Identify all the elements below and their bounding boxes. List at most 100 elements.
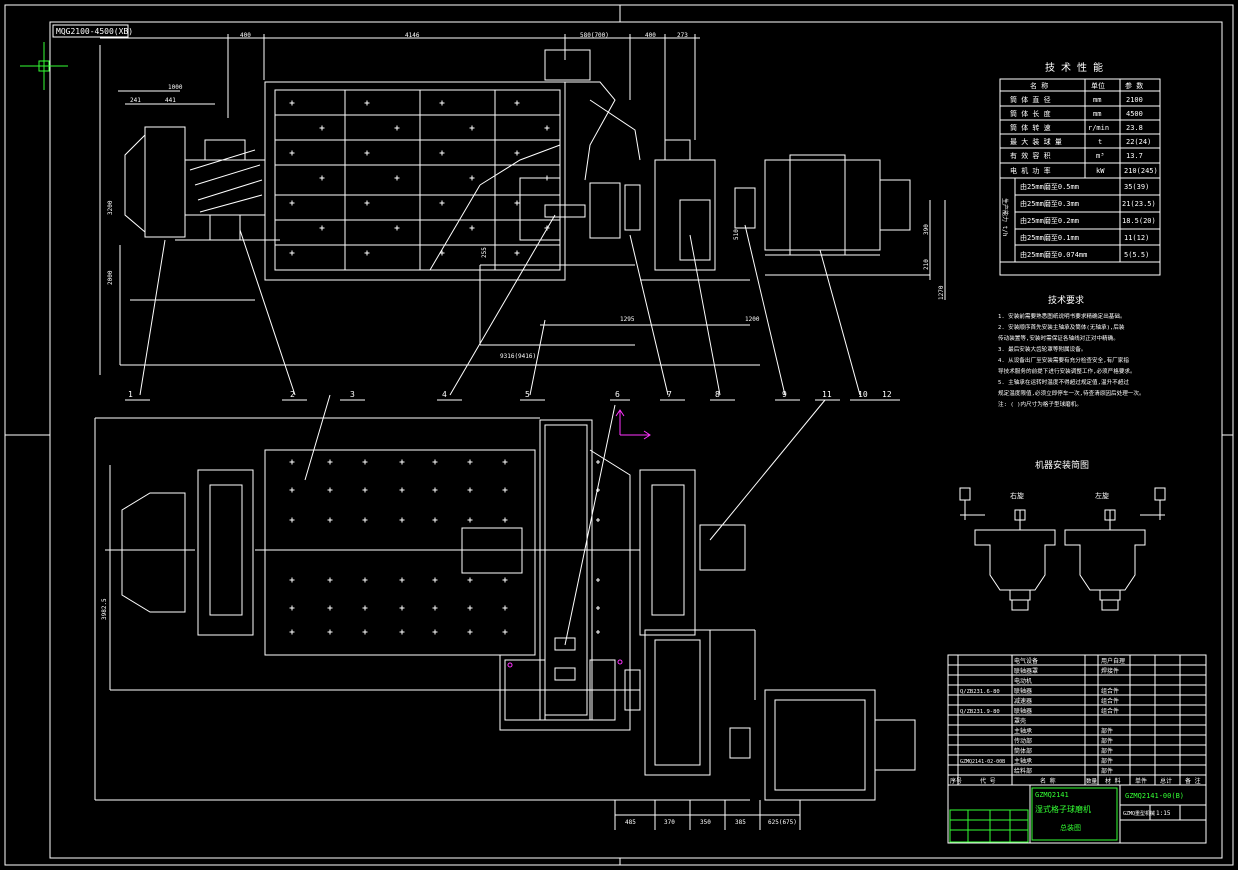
balloon-2: 2: [290, 390, 295, 399]
perf-row-unit: r/min: [1088, 124, 1109, 132]
bolt-mark: [544, 175, 550, 181]
plan-dim-4: 385: [735, 819, 746, 826]
performance-table: 技 术 性 能 名 称 单位 参 数 筒 体 直 径 mm 2100 筒 体 长…: [999, 61, 1161, 276]
bolt-mark: [399, 629, 405, 635]
bolt-mark: [432, 577, 438, 583]
tech-req-line: 传动装置等,安装时需保证各轴线对正对中精确。: [998, 334, 1119, 342]
balloon-5: 5: [525, 390, 530, 399]
dim-left-1: 1000: [168, 84, 183, 91]
perf-header-value: 参 数: [1125, 81, 1143, 90]
part-note: 组合件: [1101, 687, 1119, 695]
balloons: 1 2 3 4 5 6 7 8 9 11 10 12: [128, 390, 892, 399]
perf-row-name: 电 机 功 率: [1010, 166, 1051, 175]
prod-row-name: 由25mm磨至0.3mm: [1020, 199, 1079, 208]
bolt-mark: [362, 459, 368, 465]
bolt-mark: [364, 250, 370, 256]
bolt-mark: [514, 150, 520, 156]
perf-row-unit: mm: [1093, 96, 1101, 104]
bolt-mark: [319, 225, 325, 231]
install-title: 机器安装简图: [1035, 459, 1089, 471]
shell-liner-grid: [275, 90, 560, 270]
perf-row-name: 有 效 容 积: [1010, 151, 1051, 160]
balloon-12: 12: [882, 390, 892, 399]
dim-left-4: 3200: [107, 200, 114, 215]
balloon-11: 11: [822, 390, 832, 399]
prod-row-value: 35(39): [1124, 183, 1149, 191]
part-note: 部件: [1101, 767, 1113, 775]
perf-row-value: 4500: [1126, 110, 1143, 118]
prod-row-name: 由25mm磨至0.074mm: [1020, 250, 1087, 259]
bolt-mark: [394, 225, 400, 231]
dim-side-2: 390: [923, 224, 930, 235]
bolt-mark: [432, 629, 438, 635]
bolt-mark: [502, 487, 508, 493]
bolt-mark: [289, 150, 295, 156]
installation-sketch: 机器安装简图 右旋 左旋: [959, 459, 1166, 611]
balloon-8: 8: [715, 390, 720, 399]
part-code: GZMQ2141-02-00B: [960, 759, 1005, 765]
bolt-mark: [596, 488, 600, 492]
parts-header: 单件: [1135, 777, 1147, 785]
bolt-mark: [399, 487, 405, 493]
title-block: GZMQ2141 湿式格子球磨机 总装图 GZMQ2141-00(B) GZMQ…: [947, 784, 1207, 844]
bolt-mark: [544, 225, 550, 231]
perf-header-unit: 单位: [1091, 81, 1105, 90]
bolt-mark: [467, 605, 473, 611]
perf-row-unit: m³: [1096, 152, 1104, 160]
title-scale: 1:15: [1156, 810, 1171, 817]
bolt-mark: [289, 250, 295, 256]
part-note: 组合件: [1101, 697, 1119, 705]
balloon-4: 4: [442, 390, 447, 399]
bolt-mark: [289, 629, 295, 635]
bolt-mark: [289, 459, 295, 465]
tech-req-title: 技术要求: [1048, 294, 1084, 306]
bolt-mark: [439, 250, 445, 256]
title-code: MQG2100-4500(XB): [56, 27, 133, 36]
part-note: 部件: [1101, 727, 1113, 735]
dim-side-1: 510: [733, 229, 740, 240]
title-code-box: MQG2100-4500(XB): [52, 24, 133, 38]
bolt-mark: [469, 225, 475, 231]
part-note: 组合件: [1101, 707, 1119, 715]
dim-top-3: 580(700): [580, 32, 609, 39]
part-name: 联轴器罩: [1014, 667, 1038, 675]
bolt-mark: [319, 125, 325, 131]
bolt-hole-marks: [289, 100, 600, 635]
bolt-mark: [514, 250, 520, 256]
bolt-mark: [319, 175, 325, 181]
elevation-dimensions: 400 4146 580(700) 400 273 1000 241 441 3…: [107, 32, 945, 360]
part-note: 焊接件: [1101, 667, 1119, 675]
perf-row-name: 最 大 装 球 量: [1010, 137, 1062, 146]
title-company: GZMQ重型机械: [1123, 810, 1155, 817]
bolt-mark: [289, 200, 295, 206]
part-name: 筒体部: [1014, 747, 1032, 755]
dim-top-5: 273: [677, 32, 688, 39]
plan-dim-5: 625(675): [768, 819, 797, 826]
perf-row-name: 筒 体 长 度: [1010, 109, 1051, 118]
bolt-mark: [467, 577, 473, 583]
bolt-mark: [394, 175, 400, 181]
bolt-mark: [289, 517, 295, 523]
bolt-mark: [432, 487, 438, 493]
dim-top-2: 4146: [405, 32, 420, 39]
prod-row-name: 由25mm磨至0.1mm: [1020, 233, 1079, 242]
title-name: 湿式格子球磨机: [1035, 804, 1091, 814]
perf-row-value: 23.8: [1126, 124, 1143, 132]
drawing-frame: [4, 4, 1234, 866]
part-note: 用户自理: [1101, 657, 1125, 665]
bolt-mark: [514, 200, 520, 206]
parts-list: 电气设备 用户自理 联轴器罩 焊接件 电动机 Q/ZB231.6-80 联轴器 …: [947, 654, 1207, 786]
install-left-label: 右旋: [1010, 491, 1024, 500]
plan-view: [94, 417, 916, 830]
dim-top-1: 400: [240, 32, 251, 39]
bolt-mark: [596, 518, 600, 522]
tech-req-line: 注: ( )内尺寸为格子型球磨机。: [998, 400, 1082, 408]
bolt-mark: [469, 125, 475, 131]
bolt-mark: [394, 125, 400, 131]
plan-dimensions: 485 370 350 385 625(675) 3982.5: [101, 598, 797, 826]
bolt-mark: [596, 460, 600, 464]
tech-req-line: 4. 从设备出厂至安装需要有充分检查安全,有厂家指: [998, 356, 1129, 364]
balloon-3: 3: [350, 390, 355, 399]
prod-row-name: 由25mm磨至0.5mm: [1020, 182, 1079, 191]
